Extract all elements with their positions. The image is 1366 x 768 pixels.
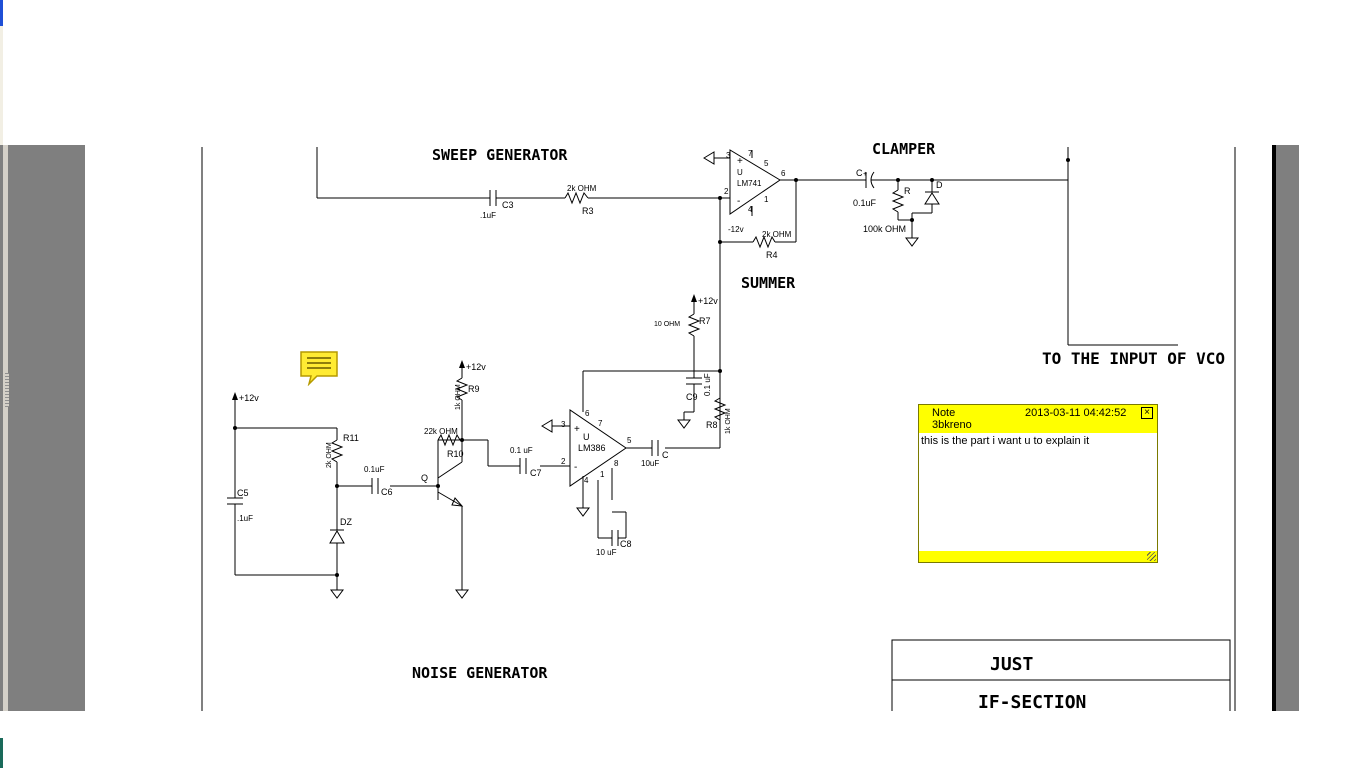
- note-author: 3bkreno: [932, 419, 972, 431]
- lm741-pin2: 2: [724, 187, 729, 196]
- window-edge-strip: [0, 26, 3, 146]
- title-block-line-2: IF-SECTION: [978, 692, 1086, 711]
- clamper-r-value: 100k OHM: [863, 224, 906, 234]
- r4-value: 2k OHM: [762, 230, 792, 239]
- r9-value: 1k OHM: [455, 384, 462, 410]
- r3-label: R3: [582, 206, 594, 216]
- c6-label: C6: [381, 487, 393, 497]
- lm741-pin3: 3: [726, 151, 731, 160]
- lm386-pin8: 8: [614, 459, 619, 468]
- clamper-c-value: 0.1uF: [853, 198, 877, 208]
- title-block-line-1: JUST: [990, 654, 1034, 675]
- r10-value: 22k OHM: [424, 427, 458, 436]
- c8-label: C8: [620, 539, 632, 549]
- lm386-minus: -: [574, 462, 577, 473]
- note-header[interactable]: Note 3bkreno 2013-03-11 04:42:52 ×: [919, 405, 1157, 433]
- r7-value: 10 OHM: [654, 321, 680, 328]
- clamper-d-label: D: [936, 180, 943, 190]
- lm386-pin6: 6: [585, 409, 590, 418]
- c3-value: .1uF: [480, 211, 496, 220]
- c7-label: C7: [530, 468, 542, 478]
- note-body-text[interactable]: this is the part i want u to explain it: [921, 435, 1090, 447]
- lm741-u: U: [737, 168, 743, 177]
- window-edge-accent: [0, 0, 3, 26]
- note-timestamp: 2013-03-11 04:42:52: [1025, 407, 1127, 419]
- c6-value: 0.1uF: [364, 465, 385, 474]
- r8-value: 1k OHM: [725, 408, 732, 434]
- resize-grip-icon[interactable]: [1147, 552, 1156, 561]
- left-panel-frame: [3, 145, 8, 711]
- clamper-label: CLAMPER: [872, 140, 936, 158]
- r7-label: R7: [699, 316, 711, 326]
- lm741-pin1: 1: [764, 195, 769, 204]
- comment-icon[interactable]: [299, 350, 339, 386]
- lm386-pin5: 5: [627, 436, 632, 445]
- clamper-r-label: R: [904, 186, 911, 196]
- lm741-pin5: 5: [764, 159, 769, 168]
- bottom-blank-area: [0, 711, 1366, 768]
- out-c-value: 10uF: [641, 459, 659, 468]
- c3-label: C3: [502, 200, 514, 210]
- lm741-pin4: 4: [748, 205, 753, 214]
- zener-dz-label: DZ: [340, 517, 352, 527]
- r9-supply: +12v: [466, 362, 486, 372]
- lm741-pin7: 7: [748, 149, 753, 158]
- c7-value: 0.1 uF: [510, 446, 533, 455]
- r11-value: 2k OHM: [326, 442, 333, 468]
- vco-input-label: TO THE INPUT OF VCO: [1042, 349, 1225, 368]
- lm386-pin2: 2: [561, 457, 566, 466]
- c9-value: 0.1 uF: [703, 373, 712, 396]
- c9-label: C9: [686, 392, 698, 402]
- lm386-plus: +: [574, 424, 580, 435]
- r4-label: R4: [766, 250, 778, 260]
- note-footer: [919, 551, 1157, 562]
- transistor-q-label: Q: [421, 473, 428, 483]
- c5-value: .1uF: [237, 514, 253, 523]
- lm741-part: LM741: [737, 179, 762, 188]
- summer-label: SUMMER: [741, 274, 796, 292]
- out-c-label: C: [662, 450, 669, 460]
- lm741-pin6: 6: [781, 169, 786, 178]
- left-supply-label: +12v: [239, 393, 259, 403]
- r9-label: R9: [468, 384, 480, 394]
- panel-splitter-grip[interactable]: [5, 373, 9, 407]
- clamper-c-label: C: [856, 168, 863, 178]
- window-edge-bottom-accent: [0, 738, 3, 768]
- r7-supply: +12v: [698, 296, 718, 306]
- lm386-pin3: 3: [561, 420, 566, 429]
- c8-value: 10 uF: [596, 548, 617, 557]
- right-panel-edge: [1272, 145, 1276, 711]
- close-icon[interactable]: ×: [1141, 407, 1153, 419]
- lm386-pin1: 1: [600, 470, 605, 479]
- lm386-part: LM386: [578, 443, 606, 453]
- noise-generator-label: NOISE GENERATOR: [412, 664, 548, 682]
- r3-value: 2k OHM: [567, 184, 597, 193]
- lm386-u: U: [583, 432, 590, 442]
- lm741-minus: -: [737, 196, 740, 207]
- c5-label: C5: [237, 488, 249, 498]
- note-popup[interactable]: Note 3bkreno 2013-03-11 04:42:52 × this …: [918, 404, 1158, 563]
- lm741-plus: +: [737, 156, 743, 167]
- lm386-pin4: 4: [584, 476, 589, 485]
- neg12-supply: -12v: [728, 225, 744, 234]
- schematic-drawing: SWEEP GENERATOR CLAMPER SUMMER NOISE GEN…: [201, 140, 1236, 711]
- lm386-pin7: 7: [598, 419, 603, 428]
- r11-label: R11: [343, 433, 359, 443]
- r8-label: R8: [706, 420, 718, 430]
- clamper-c-plus: +: [863, 171, 867, 178]
- sweep-generator-label: SWEEP GENERATOR: [432, 146, 568, 164]
- note-title: Note: [932, 407, 956, 419]
- r10-label: R10: [447, 449, 464, 459]
